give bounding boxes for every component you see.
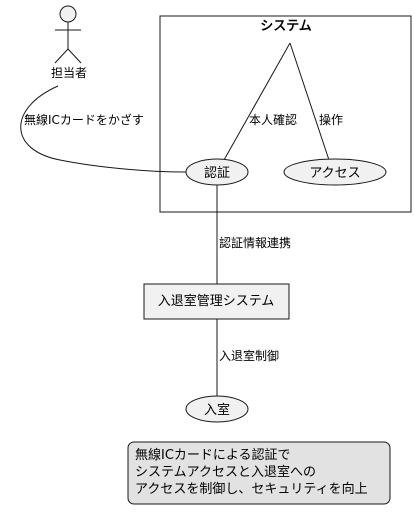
system-title: システム xyxy=(260,19,312,34)
system-boundary xyxy=(159,15,412,213)
component-to-entry-label: 入退室制御 xyxy=(219,348,279,363)
usecase-entry xyxy=(185,395,249,423)
usecase-auth-label: 認証 xyxy=(204,165,230,181)
component-box xyxy=(143,283,290,320)
usecase-access-label: アクセス xyxy=(309,166,360,181)
note-line-1: 無線ICカードによる認証で xyxy=(135,447,291,463)
system-to-access-line xyxy=(289,42,330,161)
usecase-access xyxy=(283,158,387,186)
actor-to-auth-edge xyxy=(20,85,187,173)
note-box xyxy=(127,441,391,505)
actor-right-leg xyxy=(67,48,82,64)
auth-to-component-label: 認証情報連携 xyxy=(219,235,291,250)
note-line-3: アクセスを制御し、セキュリティを向上 xyxy=(135,481,368,497)
system-to-auth-label: 本人確認 xyxy=(249,112,297,127)
component-name: 入退室管理システム xyxy=(158,293,275,309)
actor-left-leg xyxy=(54,48,69,64)
actor-name: 担当者 xyxy=(51,66,87,80)
actor-to-auth-label: 無線ICカードをかざす xyxy=(24,112,144,127)
actor-head xyxy=(59,5,77,23)
usecase-entry-label: 入室 xyxy=(204,402,230,418)
note-line-2: システムアクセスと入退室への xyxy=(135,464,316,480)
system-to-access-label: 操作 xyxy=(319,112,343,127)
actor-figure xyxy=(54,5,82,64)
system-to-auth-line xyxy=(223,42,291,161)
